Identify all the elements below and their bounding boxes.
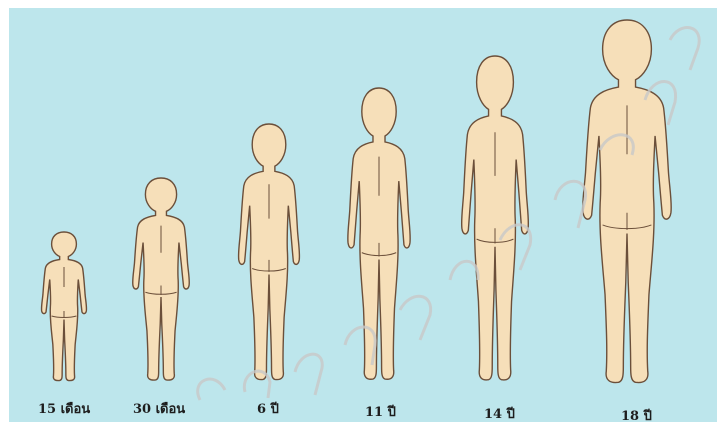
label-6-years: 6 ปี [257, 398, 279, 419]
label-15-months: 15 เดือน [38, 398, 90, 419]
label-30-months: 30 เดือน [133, 398, 185, 419]
label-14-years: 14 ปี [484, 403, 515, 424]
label-18-years: 18 ปี [621, 405, 652, 426]
label-11-years: 11 ปี [365, 401, 396, 422]
